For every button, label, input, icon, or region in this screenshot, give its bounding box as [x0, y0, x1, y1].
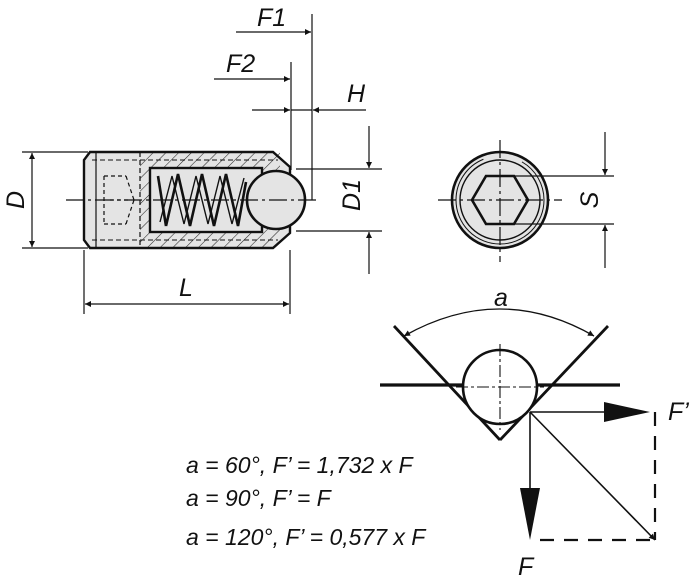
- label-S: S: [576, 191, 604, 208]
- label-D: D: [2, 191, 30, 209]
- label-D1: D1: [338, 179, 366, 211]
- dimension-F2: [214, 62, 292, 170]
- force-diagram: [380, 308, 657, 542]
- force-vectors: [520, 402, 657, 542]
- v-groove-left: [392, 325, 502, 441]
- dimension-L: [83, 250, 291, 314]
- dimension-D1: [296, 126, 382, 274]
- formula-line: a = 90°, F’ = F: [186, 485, 333, 511]
- label-alpha: a: [494, 284, 508, 312]
- dimension-D: [22, 151, 88, 249]
- label-H: H: [347, 80, 366, 108]
- label-F: F: [518, 553, 535, 580]
- label-F1: F1: [257, 4, 286, 32]
- label-F-prime: F’: [668, 398, 689, 426]
- side-view: [66, 150, 320, 250]
- alpha-arc: [403, 308, 595, 337]
- dimension-S: [514, 132, 614, 268]
- formula-line: a = 120°, F’ = 0,577 x F: [186, 524, 427, 550]
- end-view: [438, 140, 562, 262]
- v-groove-right: [498, 325, 610, 441]
- formulas: a = 60°, F’ = 1,732 x F a = 90°, F’ = F …: [186, 452, 427, 550]
- formula-line: a = 60°, F’ = 1,732 x F: [186, 452, 415, 478]
- label-F2: F2: [226, 50, 255, 78]
- spring-coils: [156, 173, 248, 227]
- label-L: L: [179, 274, 193, 302]
